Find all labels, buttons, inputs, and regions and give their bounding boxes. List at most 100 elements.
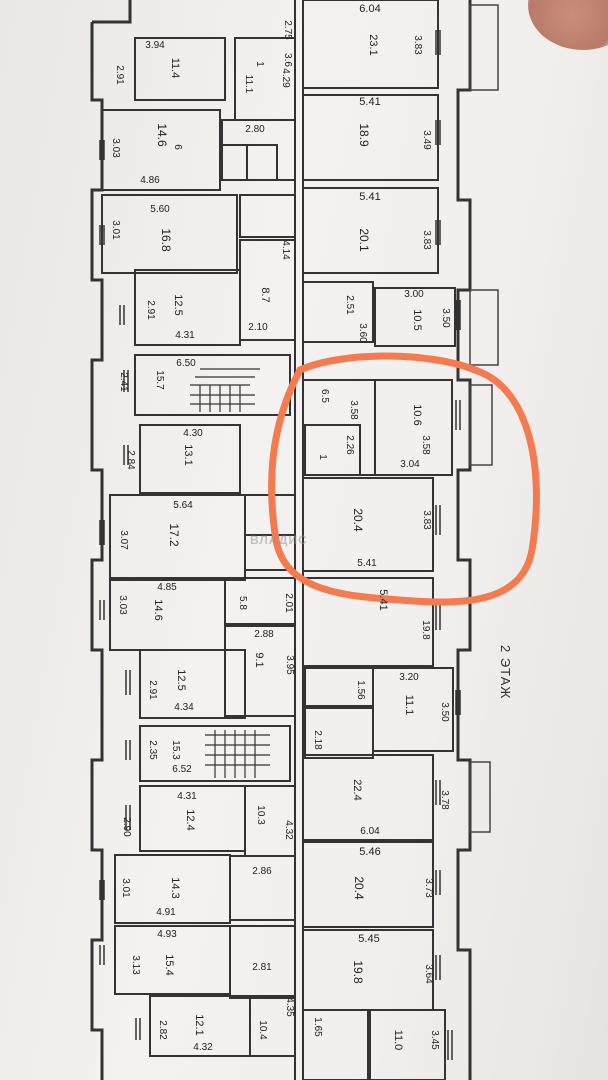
watermark: ВЛАДИС <box>250 533 308 547</box>
room-r05-label-2: 3.03 <box>110 138 121 158</box>
room-r38-label-1: 3.6 <box>282 53 293 67</box>
room-r05-label-0: 6 <box>172 144 183 150</box>
room-r12-label-2: 4.31 <box>175 330 195 341</box>
room-r24-label-1: 12.5 <box>175 669 187 690</box>
room-r23-label-2: 3.95 <box>284 655 295 675</box>
room-r19-label-2: 3.07 <box>118 530 129 550</box>
room-r04-label-0: 5.41 <box>359 96 380 108</box>
room-r13-label-2: 2.41 <box>118 372 129 392</box>
room-r25-label-2: 3.50 <box>439 702 450 722</box>
room-r03-label-0: 1 <box>254 61 265 67</box>
room-walls <box>101 0 456 1080</box>
room-r26-label-1: 2.18 <box>312 730 323 750</box>
room-r02-label-1: 11.4 <box>169 58 181 79</box>
room-r18-label-1: 3.83 <box>421 510 432 530</box>
room-r07-label-1: 20.1 <box>357 228 371 252</box>
room-r17-label-0: 4.30 <box>183 428 203 439</box>
room-r24-label-0: 2.91 <box>147 680 158 700</box>
room-r20-label-1: 14.6 <box>152 599 164 620</box>
room-r15-label-1: 3.58 <box>420 435 431 455</box>
room-r07-label-2: 3.83 <box>421 230 432 250</box>
room-r08-label-2: 3.01 <box>110 220 121 240</box>
room-r38-label-0: 2.75 <box>282 20 293 40</box>
room-r19-label-1: 17.2 <box>167 523 181 547</box>
room-r37-label-0: 1.65 <box>312 1017 323 1037</box>
room-r23-label-1: 9.1 <box>253 652 265 667</box>
room-r17-label-2: 2.84 <box>125 450 136 470</box>
room-r35-label-1: 2.82 <box>157 1020 168 1040</box>
room-r18-label-2: 5.41 <box>357 558 377 569</box>
balconies <box>469 4 499 833</box>
room-r33-label-1: 15.4 <box>163 954 175 975</box>
room-r03-label-2: 4.29 <box>280 68 291 88</box>
room-labels: 6.04 23.1 3.83 3.94 11.4 2.91 1 11.1 4.29 5.41 18.… <box>110 3 451 1053</box>
room-r10-label-0: 2.51 <box>344 295 355 315</box>
room-r16-label-0: 2.26 <box>344 435 355 455</box>
room-r34-label-1: 19.8 <box>351 960 365 984</box>
staircase-bottom <box>205 730 270 778</box>
room-r01-label-1: 23.1 <box>367 34 379 55</box>
room-r06-label-0: 2.80 <box>245 124 265 135</box>
room-r28-label-1: 3.78 <box>439 790 450 810</box>
staircase-top <box>190 368 260 412</box>
room-r14-label-1: 3.58 <box>348 400 359 420</box>
room-r11-label-0: 3.00 <box>404 289 424 300</box>
room-r17-label-1: 13.1 <box>182 444 194 465</box>
room-r05-label-1: 14.6 <box>155 123 169 147</box>
floor-label: 2 ЭТАЖ <box>498 645 513 700</box>
room-r02-label-0: 3.94 <box>145 40 165 51</box>
room-r15-label-2: 3.04 <box>400 459 420 470</box>
room-r20-label-0: 4.85 <box>157 582 177 593</box>
room-r29-label-0: 4.31 <box>177 791 197 802</box>
room-r25-label-1: 11.1 <box>403 695 415 716</box>
windows <box>99 30 461 1060</box>
room-r11-label-2: 3.50 <box>440 308 451 328</box>
room-r09-label-1: 8.7 <box>259 287 271 302</box>
room-r23-label-0: 2.88 <box>254 629 274 640</box>
room-r09-label-2: 2.10 <box>248 322 268 333</box>
room-r32-label-2: 4.91 <box>156 907 176 918</box>
room-r26-label-0: 1.56 <box>355 680 366 700</box>
room-r14-label-0: 6.5 <box>319 389 330 403</box>
room-r08-label-0: 5.60 <box>150 204 170 215</box>
staircases <box>190 368 270 778</box>
room-r33-label-2: 3.13 <box>130 955 141 975</box>
room-r27-label-0: 15.3 <box>170 740 181 760</box>
room-r35-label-0: 12.1 <box>193 1014 205 1035</box>
room-r13-label-1: 15.7 <box>154 370 165 390</box>
room-r22-label-0: 5.8 <box>237 596 248 610</box>
room-r11-label-1: 10.5 <box>411 309 423 330</box>
room-r32-label-1: 3.01 <box>120 878 131 898</box>
room-r30-label-0: 10.3 <box>255 805 266 825</box>
room-r01-label-0: 6.04 <box>359 3 380 15</box>
room-r21-label-0: 5.41 <box>377 589 389 610</box>
room-r04-label-1: 18.9 <box>357 123 371 147</box>
room-r24-label-2: 4.34 <box>174 702 194 713</box>
room-r37-label-2: 3.45 <box>429 1030 440 1050</box>
room-r36-label-1: 4.35 <box>284 997 295 1017</box>
room-r29-label-1: 12.4 <box>184 809 196 830</box>
room-r34-label-0: 5.45 <box>358 933 379 945</box>
room-r10-label-1: 3.60 <box>357 323 368 343</box>
room-r08-label-1: 16.8 <box>159 228 173 252</box>
room-r32-label-0: 14.3 <box>169 877 181 898</box>
room-r28-label-2: 6.04 <box>360 826 380 837</box>
room-r28-label-0: 22.4 <box>351 779 363 800</box>
room-r12-label-1: 12.5 <box>172 294 184 315</box>
room-r18-label-0: 20.4 <box>351 508 365 532</box>
room-r30-label-1: 4.32 <box>283 820 294 840</box>
room-r36-label-0: 10.4 <box>257 1020 268 1040</box>
room-r01-label-2: 3.83 <box>412 35 423 55</box>
room-r33-label-0: 4.93 <box>157 929 177 940</box>
room-r03-label-1: 11.1 <box>243 75 254 94</box>
room-r27-label-2: 6.52 <box>172 764 192 775</box>
room-r29-label-2: 2.90 <box>121 817 132 837</box>
room-r15-label-0: 10.6 <box>411 404 423 425</box>
room-r22-label-1: 2.01 <box>283 593 294 613</box>
room-r21-label-1: 19.8 <box>420 620 431 640</box>
room-r09-label-0: 4.14 <box>280 240 291 260</box>
room-r05-label-3: 4.86 <box>140 175 160 186</box>
room-r02-label-2: 2.91 <box>114 65 125 85</box>
room-r34-label-2: 3.64 <box>423 964 434 984</box>
